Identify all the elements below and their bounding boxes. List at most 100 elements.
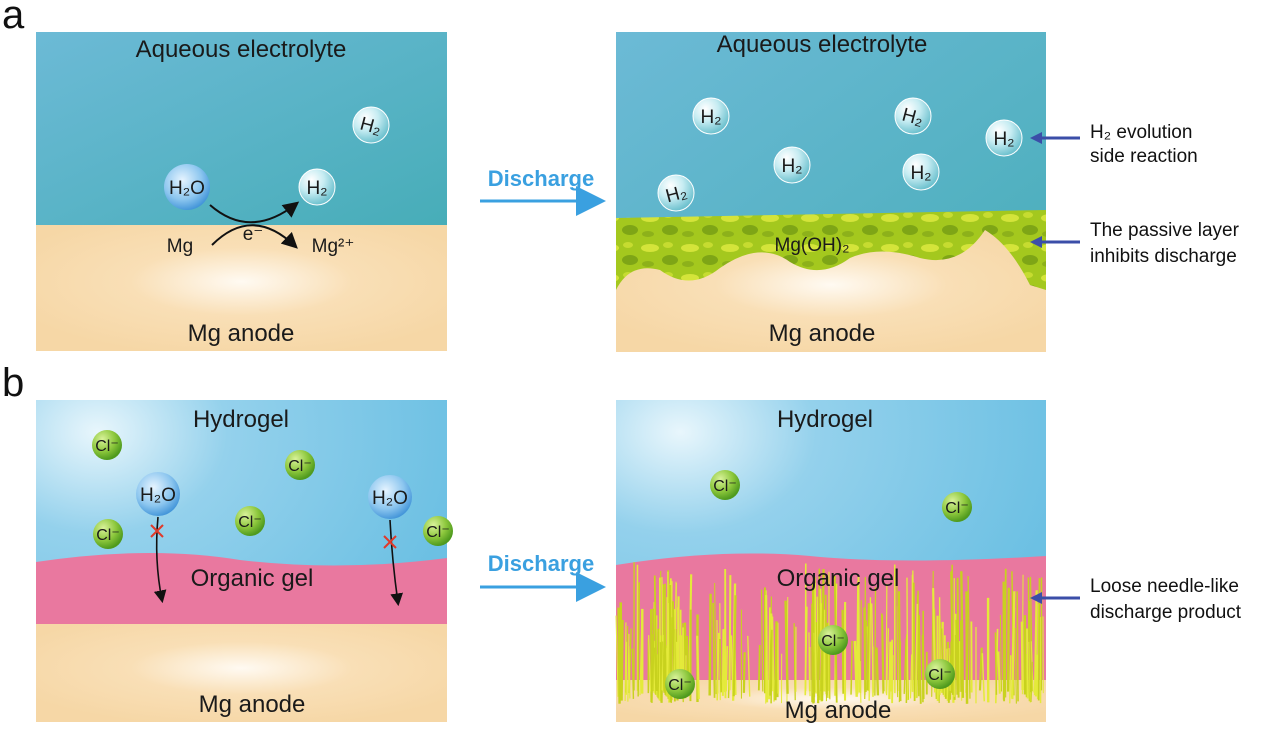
- chloride-label: Cl⁻: [288, 458, 312, 475]
- anode-label: Mg anode: [785, 697, 892, 724]
- needle: [811, 603, 815, 704]
- electron-label: e⁻: [243, 224, 264, 245]
- needle: [997, 651, 1001, 694]
- needle: [909, 654, 913, 699]
- needle: [868, 597, 872, 701]
- chloride-ion: Cl⁻: [285, 450, 315, 480]
- mg-ion-label: Mg²⁺: [312, 236, 355, 257]
- needle: [714, 582, 717, 695]
- needle: [903, 638, 907, 694]
- needle: [967, 576, 971, 699]
- h2-label: H₂: [700, 107, 721, 128]
- h2o-bubble: H₂O: [368, 475, 412, 519]
- needle: [863, 607, 867, 693]
- needle: [712, 602, 716, 698]
- needle: [897, 591, 902, 702]
- needle: [1020, 621, 1024, 691]
- needle: [631, 648, 635, 699]
- needle: [760, 589, 764, 692]
- needle: [965, 591, 969, 704]
- needle: [875, 647, 880, 696]
- needle: [870, 603, 875, 693]
- passive-layer-label: Mg(OH)₂: [775, 235, 850, 256]
- needle: [885, 628, 889, 696]
- hydrogel-label: Hydrogel: [193, 406, 289, 433]
- anode-label: Mg anode: [199, 691, 306, 718]
- h2o-bubble: H₂O: [164, 164, 210, 210]
- needle: [624, 622, 627, 702]
- reaction-arrow-water: [209, 201, 300, 224]
- needle: [960, 571, 965, 698]
- needle: [617, 607, 621, 704]
- panel-letter-a: a: [2, 0, 25, 37]
- anode-label: Mg anode: [188, 320, 295, 347]
- needle: [716, 619, 719, 694]
- h2-bubble: H₂: [894, 97, 932, 135]
- needle: [874, 587, 877, 696]
- needle: [955, 619, 959, 695]
- discharge-arrow-b: Discharge: [480, 551, 606, 602]
- needle: [896, 577, 899, 698]
- annotation-h2-evolution: H₂ evolution side reaction: [1030, 122, 1198, 167]
- needle: [620, 619, 624, 701]
- annotation-line: The passive layer: [1090, 220, 1240, 241]
- needle: [771, 616, 775, 702]
- panel-b-before: Hydrogel Organic gel Mg anode Cl⁻ Cl⁻ Cl⁻ C…: [36, 400, 453, 722]
- annotation-line: Loose needle-like: [1090, 576, 1239, 597]
- needle: [994, 632, 998, 695]
- chloride-label: Cl⁻: [928, 667, 952, 684]
- needle: [648, 635, 652, 692]
- needle: [917, 614, 922, 704]
- needle: [1006, 587, 1010, 692]
- organic-gel-label: Organic gel: [191, 565, 314, 592]
- h2-bubble: H₂: [352, 106, 390, 144]
- needle: [857, 576, 861, 693]
- needle: [814, 583, 817, 694]
- chloride-label: Cl⁻: [426, 524, 450, 541]
- needle: [1003, 568, 1007, 693]
- discharge-arrow-a: Discharge: [480, 166, 606, 216]
- needle: [696, 635, 700, 700]
- needle: [653, 575, 658, 692]
- needle: [730, 635, 734, 691]
- needle: [999, 615, 1003, 692]
- h2-label: H₂: [306, 178, 327, 199]
- chloride-ion: Cl⁻: [925, 659, 955, 689]
- needle: [859, 661, 862, 703]
- needle: [808, 632, 811, 697]
- organic-gel-label: Organic gel: [777, 565, 900, 592]
- electrolyte-label: Aqueous electrolyte: [717, 31, 928, 58]
- h2-bubble: H₂: [902, 153, 940, 191]
- h2-label: H₂: [781, 156, 802, 177]
- needle: [906, 577, 909, 701]
- mg-label: Mg: [167, 236, 193, 257]
- needle: [721, 629, 725, 696]
- annotation-passive-layer: The passive layer inhibits discharge: [1030, 220, 1240, 267]
- needle: [841, 609, 845, 694]
- needle: [627, 633, 630, 702]
- chloride-ion: Cl⁻: [93, 519, 123, 549]
- needle: [784, 600, 789, 694]
- needle-like-discharge-product: [615, 562, 1044, 704]
- needle: [1028, 600, 1032, 693]
- annotation-line: inhibits discharge: [1090, 246, 1237, 267]
- needle: [637, 582, 641, 697]
- needle: [1011, 591, 1016, 700]
- annotation-line: H₂ evolution: [1090, 122, 1192, 143]
- h2o-bubble: H₂O: [136, 472, 180, 516]
- electrolyte-label: Aqueous electrolyte: [136, 36, 347, 63]
- needle: [615, 615, 619, 697]
- h2-bubble: H₂: [692, 97, 730, 135]
- chloride-label: Cl⁻: [96, 527, 120, 544]
- blocked-water-path: [389, 519, 404, 607]
- chloride-ion: Cl⁻: [235, 506, 265, 536]
- needle: [1009, 655, 1012, 704]
- needle: [765, 595, 769, 703]
- needle: [1030, 661, 1033, 702]
- h2-bubble: H₂: [298, 168, 336, 206]
- needle: [708, 593, 712, 696]
- needle: [742, 652, 746, 693]
- chloride-label: Cl⁻: [713, 478, 737, 495]
